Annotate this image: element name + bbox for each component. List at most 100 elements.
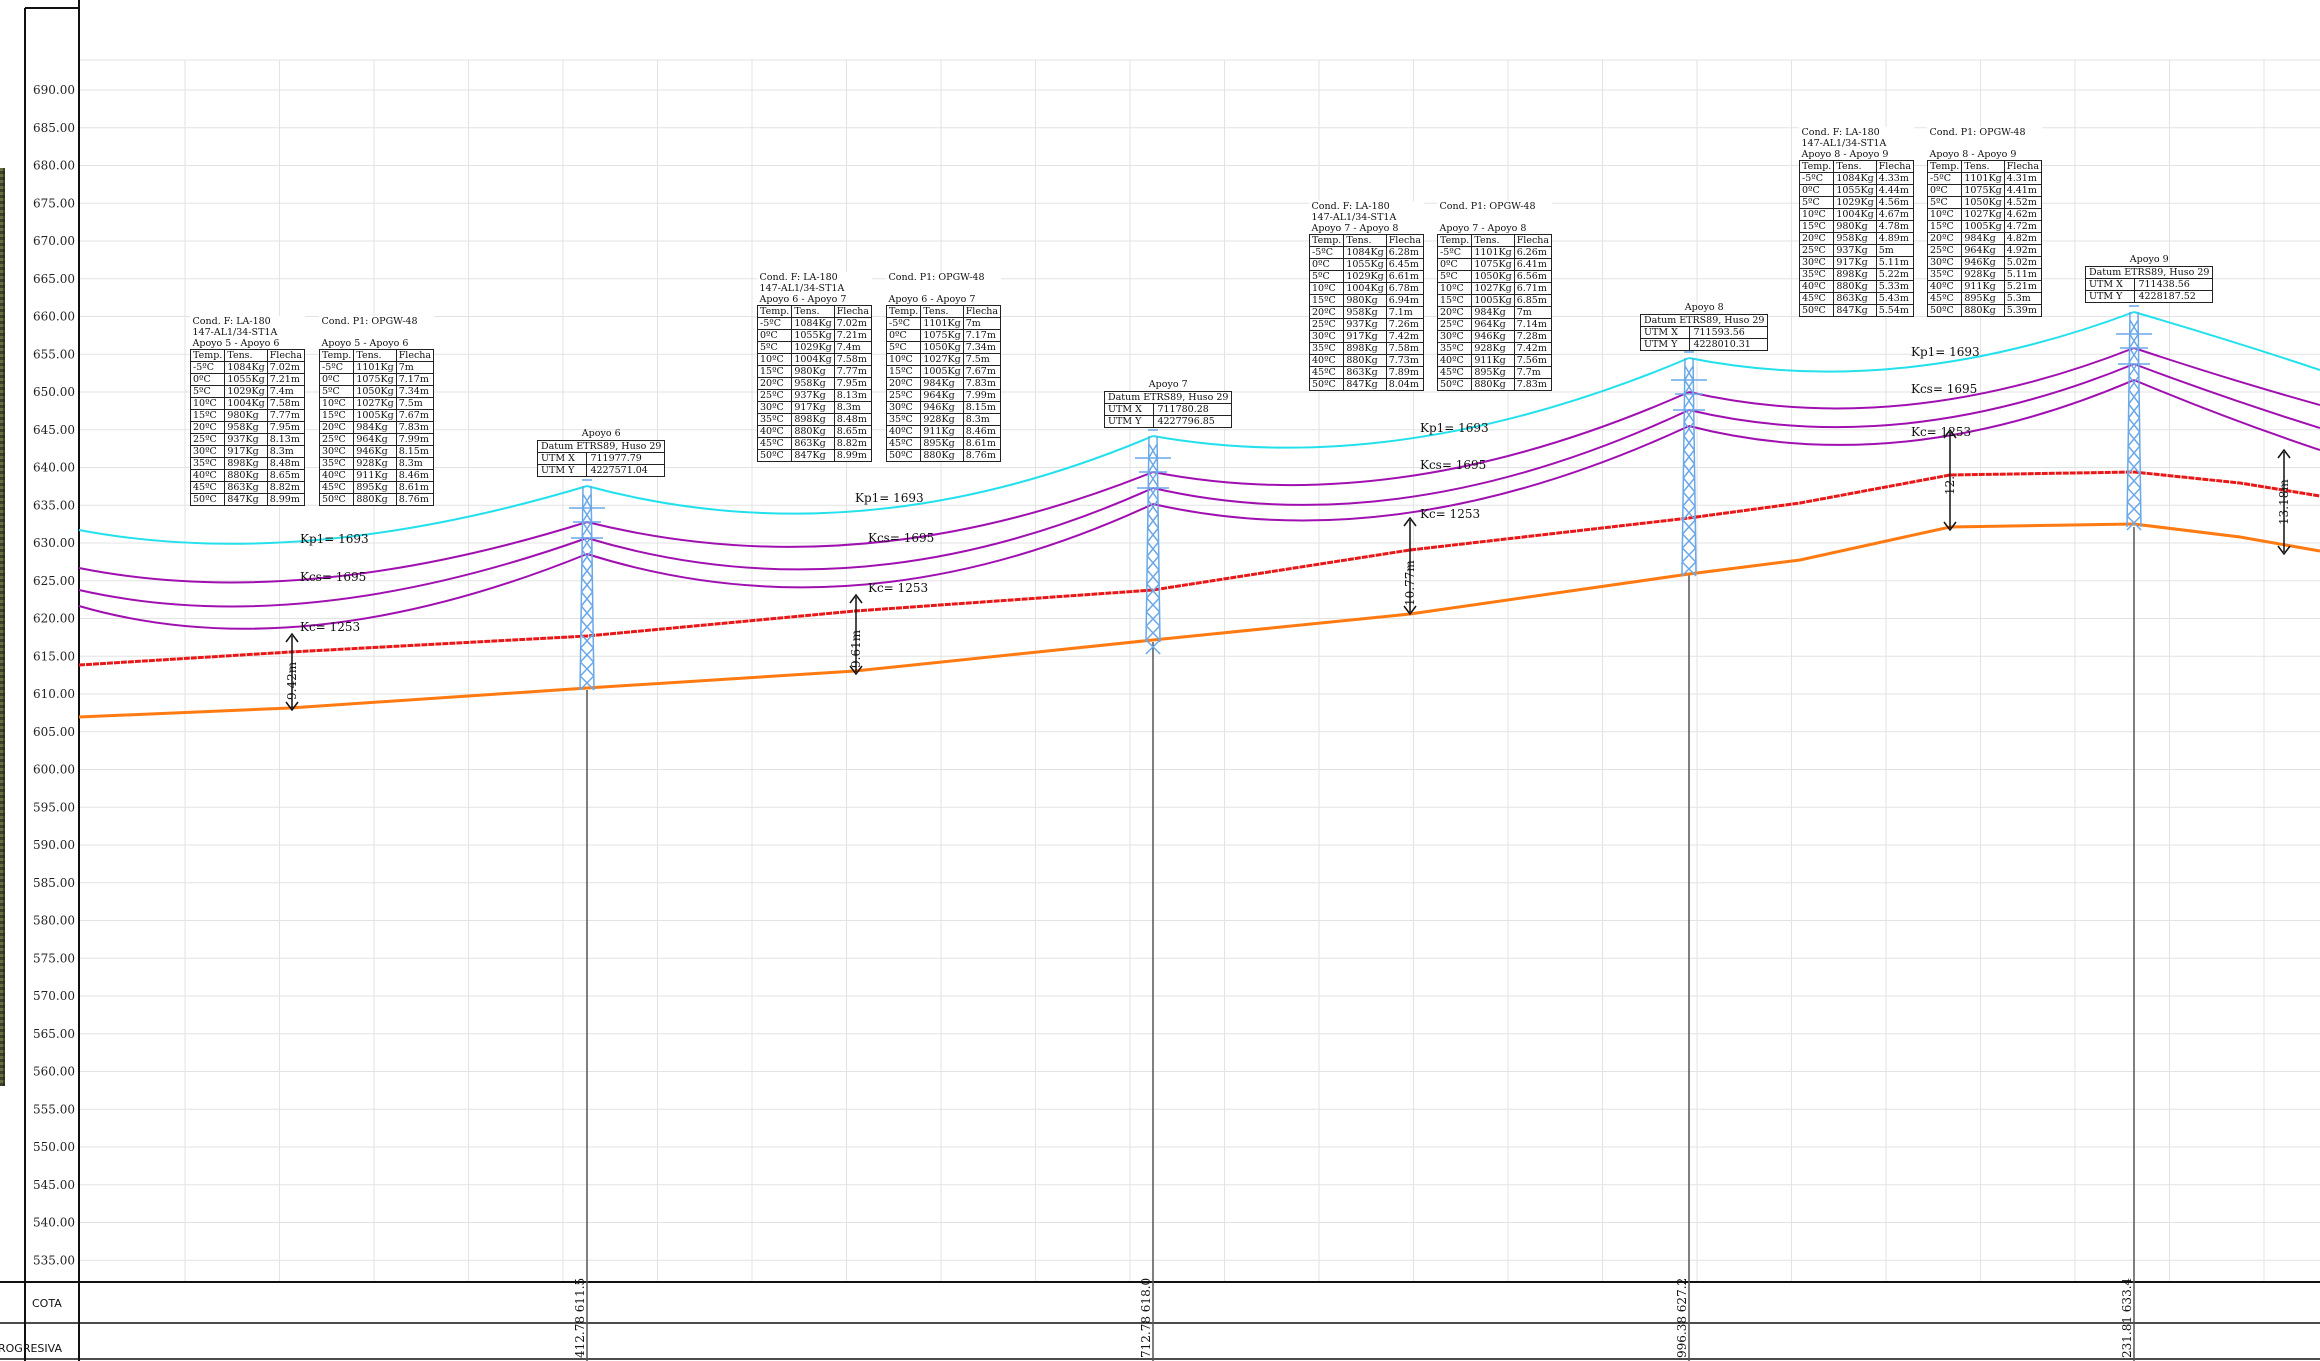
kcs-span-9-10-mid [2133,363,2320,429]
table-cell: 1084Kg [224,361,268,374]
table-cell: 4.92m [2003,244,2043,257]
utm-x: 711780.28 [1153,403,1233,416]
table-cell: 6.45m [1385,258,1425,271]
table-cell: 1101Kg [1961,172,2005,185]
table-cell: 20ºC [1798,232,1835,245]
table-cell: 50ºC [189,493,226,506]
table-cell: 895Kg [1961,292,2005,305]
table-cell: 1075Kg [920,329,964,342]
tower-icon [569,479,605,691]
table-cell: 50ºC [1798,304,1835,317]
table-cell: 980Kg [1343,294,1387,307]
table-header: Flecha [962,305,1002,318]
kp1-label-b: Kp1= 1693 [855,491,924,505]
table-cell: 5.21m [2003,280,2043,293]
table-cell: 1029Kg [1343,270,1387,283]
table-span: Apoyo 6 - Apoyo 7 [888,294,976,305]
y-tick-label: 600.00 [33,763,75,777]
clearance-label-3: 10.77m [1403,560,1417,606]
table-cell: 0ºC [885,329,922,342]
kcs-label-b: Kcs= 1695 [868,531,934,545]
table-cell: 937Kg [1343,318,1387,331]
table-cell: 847Kg [1833,304,1877,317]
kcs-span-5-6-top [78,521,588,584]
table-cell: 4.62m [2003,208,2043,221]
table-cell: 880Kg [920,449,964,462]
kcs-span-7-8-top [1152,391,1690,487]
table-header: Temp. [1798,160,1835,173]
table-cell: 50ºC [318,493,355,506]
table-cell: 1084Kg [1343,246,1387,259]
table-cell: 5.43m [1875,292,1915,305]
table-cell: 1050Kg [1471,270,1515,283]
table-header: Tens. [791,305,835,318]
table-cell: 45ºC [1308,366,1345,379]
table-span: Apoyo 8 - Apoyo 9 [1929,149,2017,160]
table-cell: 5.11m [1875,256,1915,269]
table-cell: 20ºC [756,377,793,390]
table-cell: 1027Kg [920,353,964,366]
table-cell: 7.56m [1513,354,1553,367]
table-span: Apoyo 5 - Apoyo 6 [192,338,280,349]
table-cell: 8.04m [1385,378,1425,391]
datum: Datum ETRS89, Huso 29 [1639,314,1769,327]
utm-y: 4227796.85 [1153,415,1233,428]
datum: Datum ETRS89, Huso 29 [536,440,666,453]
table-cell: 7.28m [1513,330,1553,343]
curve-labels: Kp1= 1693 Kcs= 1695 Kc= 1253 Kp1= 1693 K… [300,345,1980,634]
table-cell: 1050Kg [353,385,397,398]
table-cell: 15ºC [756,365,793,378]
table-cell: 1055Kg [791,329,835,342]
y-tick-label: 635.00 [33,498,75,512]
table-cell: 7.95m [266,421,306,434]
table-cell: 958Kg [1343,306,1387,319]
table-cell: 7.02m [833,317,873,330]
table-cell: 7.42m [1385,330,1425,343]
table-cell: 10ºC [318,397,355,410]
table-cell: 964Kg [353,433,397,446]
y-tick-label: 535.00 [33,1253,75,1267]
table-cell: 911Kg [1961,280,2005,293]
table-cell: 5m [1875,244,1915,257]
table-cell: 5ºC [318,385,355,398]
table-cell: 8.65m [833,425,873,438]
kp1-label-c: Kp1= 1693 [1420,421,1489,435]
table-cell: 7.42m [1513,342,1553,355]
table-cell: 880Kg [1961,304,2005,317]
table-header: Tens. [920,305,964,318]
table-header: Flecha [833,305,873,318]
apoyo-6-label: Apoyo 6 [581,428,621,439]
kcs-span-7-8-mid [1152,409,1690,506]
table-cell: 984Kg [1471,306,1515,319]
tower-icon [2116,305,2152,531]
table-cell: 1005Kg [1961,220,2005,233]
table-cell: 30ºC [1926,256,1963,269]
table-cell: 4.78m [1875,220,1915,233]
table-cell: -5ºC [885,317,922,330]
table-cell: 25ºC [189,433,226,446]
table-cell: 10ºC [1798,208,1835,221]
photo-strip [0,168,5,1086]
table-cell: 20ºC [318,421,355,434]
table-cell: 937Kg [1833,244,1877,257]
y-tick-label: 590.00 [33,838,75,852]
table-cell: 5.33m [1875,280,1915,293]
table-cell: 0ºC [318,373,355,386]
